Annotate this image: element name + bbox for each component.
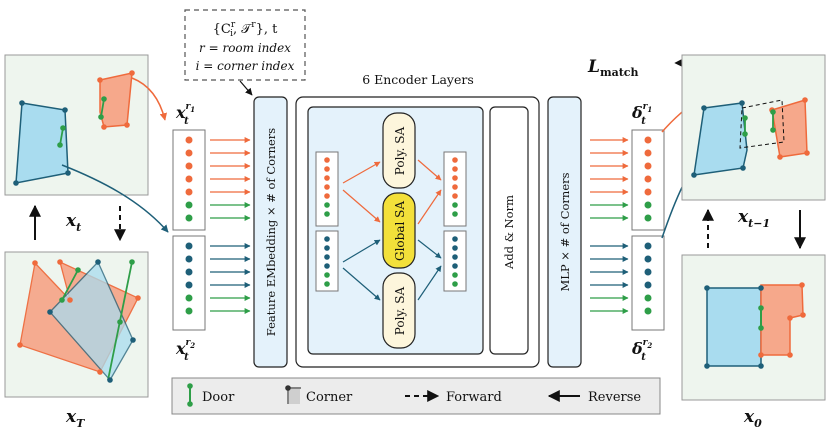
panel-xT: xT [4, 251, 149, 430]
feature-embedding-block: Feature EMbedding × # of Corners [253, 96, 288, 368]
legend-corner-label: Corner [306, 390, 353, 405]
label-xT: xT [65, 407, 85, 430]
encoder-title: 6 Encoder Layers [362, 72, 474, 87]
poly-sa-bottom-label: Poly. SA [393, 286, 407, 335]
legend: Door Corner Forward Reverse [171, 377, 661, 415]
label-xt-minus-1: xt−1 [737, 207, 770, 230]
legend-reverse: Reverse [547, 390, 641, 405]
add-norm-label: Add & Norm [502, 195, 516, 270]
output-token-column-r1 [631, 129, 665, 231]
legend-corner: Corner [285, 385, 353, 405]
input-arrows [210, 137, 251, 314]
panel-xt: xt [4, 54, 149, 234]
encoder-stack: Add & Norm Poly. SA Global SA Poly. SA [295, 96, 540, 368]
note-line-2: r = room index [199, 41, 291, 55]
panel-x0: x0 [681, 254, 826, 430]
poly-sa-top-label: Poly. SA [393, 126, 407, 175]
panel-xt-minus-1: xt−1 [681, 54, 826, 230]
output-token-column-r2 [631, 235, 665, 331]
global-sa-label: Global SA [393, 201, 407, 261]
legend-reverse-label: Reverse [588, 390, 641, 405]
poly-sa-bottom-block [382, 272, 416, 349]
global-sa-block [382, 192, 416, 269]
legend-forward: Forward [405, 390, 502, 405]
label-lmatch: Lmatch [587, 57, 639, 79]
mlp-label: MLP × # of Corners [558, 172, 572, 291]
legend-door-label: Door [202, 390, 235, 405]
input-token-column-r2 [172, 235, 206, 331]
legend-door: Door [187, 383, 235, 407]
legend-forward-label: Forward [446, 390, 502, 405]
mlp-block: MLP × # of Corners [547, 96, 582, 368]
output-arrows [590, 137, 629, 314]
label-xt: xt [65, 211, 81, 234]
label-x0: x0 [743, 407, 762, 430]
poly-sa-top-block [382, 112, 416, 189]
note-line-3: i = corner index [196, 59, 295, 73]
input-token-column-r1 [172, 129, 206, 231]
feature-embedding-label: Feature EMbedding × # of Corners [264, 128, 278, 337]
